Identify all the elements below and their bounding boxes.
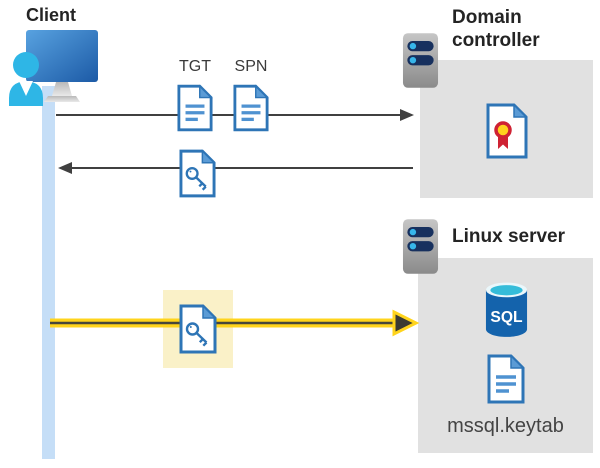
auth-key-document-icon <box>179 304 217 354</box>
sql-database-icon: SQL <box>485 282 528 337</box>
keytab-document-icon <box>487 354 525 404</box>
auth-arrow <box>50 309 420 337</box>
key-glyph-icon <box>185 322 208 347</box>
ticket-key-document-icon <box>179 149 216 198</box>
domain-controller-server-icon <box>402 33 439 88</box>
linux-server-icon <box>402 219 439 274</box>
spn-document-icon <box>233 84 269 132</box>
monitor-icon <box>26 30 98 82</box>
domain-controller-label: Domain controller <box>452 7 540 52</box>
request-arrow <box>56 109 414 121</box>
tgt-label: TGT <box>179 58 211 75</box>
monitor-stand <box>52 82 72 96</box>
rosette-icon <box>494 121 512 149</box>
keytab-label: mssql.keytab <box>447 415 564 437</box>
client-computer-icon <box>9 30 98 106</box>
person-icon <box>9 52 43 106</box>
key-glyph-icon <box>185 166 207 191</box>
linux-server-label: Linux server <box>452 226 565 247</box>
response-arrow <box>58 162 413 174</box>
client-timeline <box>42 86 55 459</box>
arrowhead-right-icon <box>400 109 414 121</box>
certificate-icon <box>486 103 528 159</box>
spn-label: SPN <box>234 58 268 75</box>
client-label: Client <box>26 5 77 25</box>
tgt-document-icon <box>177 84 213 132</box>
arrowhead-left-icon <box>58 162 72 174</box>
sql-badge-label: SQL <box>490 309 523 326</box>
arrowhead-yellow-icon <box>392 309 420 337</box>
